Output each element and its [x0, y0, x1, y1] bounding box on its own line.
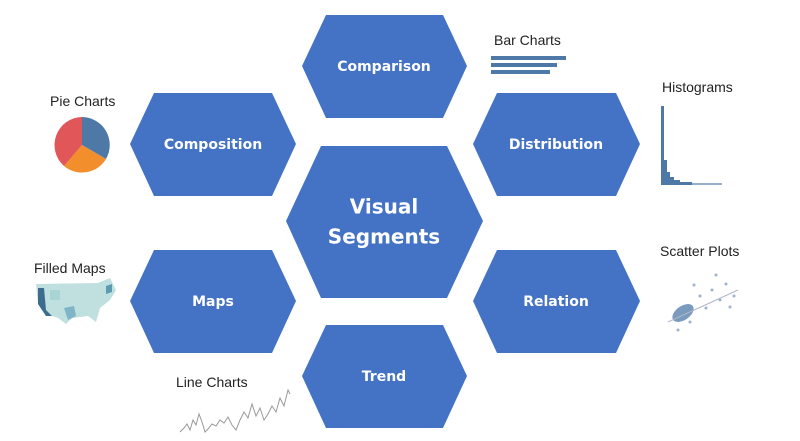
- filled-maps-label: Filled Maps: [34, 260, 106, 276]
- center-title-line1: Visual: [350, 195, 418, 219]
- filled-map-icon: [36, 278, 116, 324]
- hex-distribution: Distribution: [473, 93, 640, 196]
- hex-composition: Composition: [130, 93, 296, 196]
- histogram-icon: [661, 106, 722, 185]
- label-composition: Composition: [164, 137, 262, 153]
- label-distribution: Distribution: [509, 137, 603, 153]
- hex-relation: Relation: [473, 250, 640, 353]
- label-trend: Trend: [362, 369, 406, 385]
- pie-chart-icon: [54, 117, 110, 173]
- center-title-line2: Segments: [328, 225, 440, 249]
- label-relation: Relation: [523, 294, 589, 310]
- bar-charts-label: Bar Charts: [494, 32, 561, 48]
- bar-chart-icon: [491, 56, 566, 74]
- line-chart-icon: [179, 388, 291, 433]
- hex-center: Visual Segments: [286, 146, 483, 298]
- scatter-plot-icon: [667, 273, 739, 332]
- label-comparison: Comparison: [337, 59, 431, 75]
- histograms-label: Histograms: [662, 79, 733, 95]
- scatter-plots-label: Scatter Plots: [660, 243, 739, 259]
- line-charts-label: Line Charts: [176, 374, 248, 390]
- hex-comparison: Comparison: [302, 15, 467, 118]
- label-maps: Maps: [192, 294, 234, 310]
- pie-charts-label: Pie Charts: [50, 93, 115, 109]
- hex-maps: Maps: [130, 250, 296, 353]
- hex-trend: Trend: [302, 325, 467, 428]
